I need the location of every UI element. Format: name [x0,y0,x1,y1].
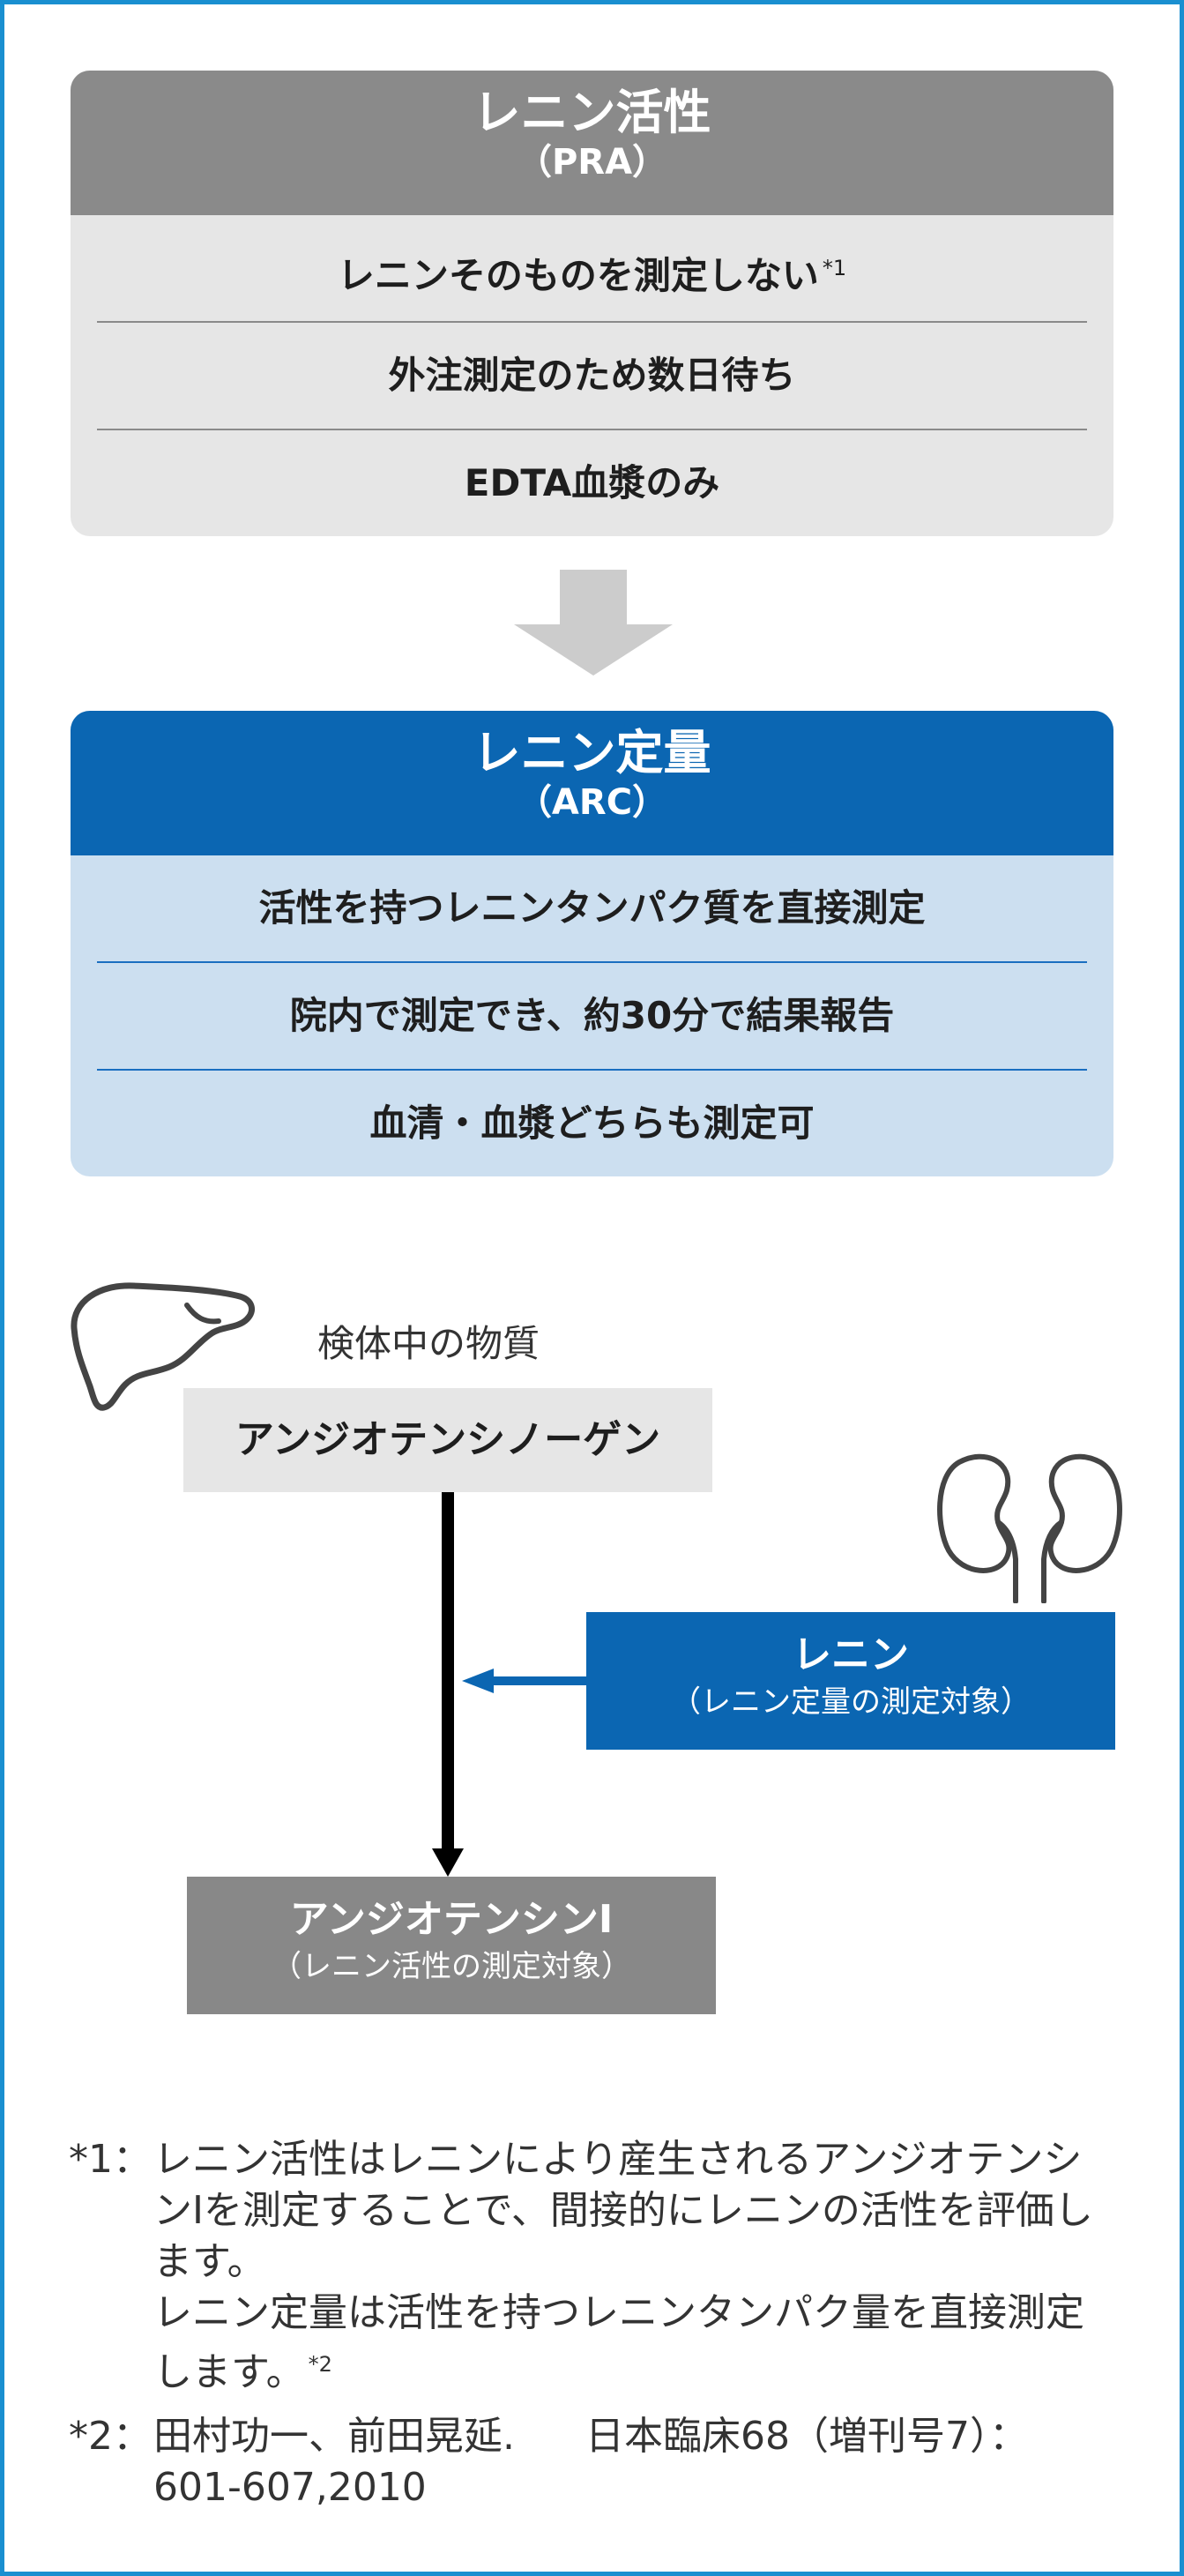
reference-authors: 田村功一、前田晃延. [153,2413,515,2459]
pra-row-text: レニンそのものを測定しない [337,254,819,297]
arc-card: レニン定量 （ARC） 活性を持つレニンタンパク質を直接測定 院内で測定でき、約… [71,711,1113,1176]
pra-row: EDTA血漿のみ [71,430,1113,536]
footnote-body: レニン活性はレニンにより産生されるアンジオテンシンⅠを測定することで、間接的にレ… [153,2134,1118,2399]
footnote-body: 田村功一、前田晃延. 日本臨床68（増刊号7）： 601-607,2010 [153,2411,1118,2513]
reference-line: 田村功一、前田晃延. 日本臨床68（増刊号7）： [153,2411,1118,2462]
pra-row-text: EDTA血漿のみ [464,461,720,504]
footnotes: *1： レニン活性はレニンにより産生されるアンジオテンシンⅠを測定することで、間… [69,2134,1118,2513]
reference-pages: 601-607,2010 [153,2464,427,2510]
row-divider [97,429,1087,430]
arc-row-text: 活性を持つレニンタンパク質を直接測定 [258,886,926,930]
arc-row-text: 血清・血漿どちらも測定可 [369,1101,815,1145]
arc-row: 活性を持つレニンタンパク質を直接測定 [71,855,1113,961]
angiotensinogen-label: アンジオテンシノーゲン [235,1417,661,1462]
pra-row-text: 外注測定のため数日待ち [388,354,796,397]
row-divider [97,321,1087,323]
liver-icon [71,1282,256,1411]
arc-row-text: 院内で測定でき、約30分で結果報告 [289,994,895,1037]
row-divider [97,961,1087,963]
arc-row: 血清・血漿どちらも測定可 [71,1071,1113,1176]
pra-card-subtitle: （PRA） [516,142,668,183]
conversion-arrow [432,1492,464,1877]
angiotensin1-sublabel: （レニン活性の測定対象） [272,1949,631,1984]
pra-row: レニンそのものを測定しない*1 [71,215,1113,321]
angiotensin1-box: アンジオテンシンⅠ （レニン活性の測定対象） [187,1877,716,2014]
footnote-line-wrap: レニン定量は活性を持つレニンタンパク量を直接測定します。*2 [153,2288,1118,2399]
footnote-ref: *1 [822,256,847,280]
renin-box: レニン （レニン定量の測定対象） [586,1612,1115,1750]
footnote-marker: *2： [69,2413,152,2459]
footnote-line: レニン活性はレニンにより産生されるアンジオテンシンⅠを測定することで、間接的にレ… [153,2137,1093,2284]
angiotensinogen-box: アンジオテンシノーゲン [183,1388,712,1492]
footnote-2: *2： 田村功一、前田晃延. 日本臨床68（増刊号7）： 601-607,2010 [69,2411,1118,2513]
arc-row: 院内で測定でき、約30分で結果報告 [71,963,1113,1069]
pra-card-title: レニン活性 [473,85,711,140]
footnote-ref: *2 [308,2352,332,2377]
renin-label: レニン [793,1632,909,1677]
row-divider [97,1069,1087,1071]
kidney-icon [937,1453,1122,1603]
renin-sublabel: （レニン定量の測定対象） [671,1684,1031,1720]
pra-card-header: レニン活性 （PRA） [71,71,1113,215]
reference-journal: 日本臨床68（増刊号7）： [585,2413,1028,2459]
arc-card-header: レニン定量 （ARC） [71,711,1113,855]
footnote-marker: *1： [69,2137,152,2182]
pra-card: レニン活性 （PRA） レニンそのものを測定しない*1 外注測定のため数日待ち … [71,71,1113,536]
substance-label: 検体中の物質 [317,1322,540,1365]
arc-card-subtitle: （ARC） [516,782,668,823]
down-arrow-icon [514,570,673,676]
footnote-line: レニン定量は活性を持つレニンタンパク量を直接測定します。 [153,2290,1084,2395]
renin-arrow [462,1669,586,1693]
angiotensin1-label: アンジオテンシンⅠ [289,1897,614,1942]
arc-card-title: レニン定量 [473,725,711,780]
footnote-1: *1： レニン活性はレニンにより産生されるアンジオテンシンⅠを測定することで、間… [69,2134,1118,2399]
pra-row: 外注測定のため数日待ち [71,323,1113,429]
